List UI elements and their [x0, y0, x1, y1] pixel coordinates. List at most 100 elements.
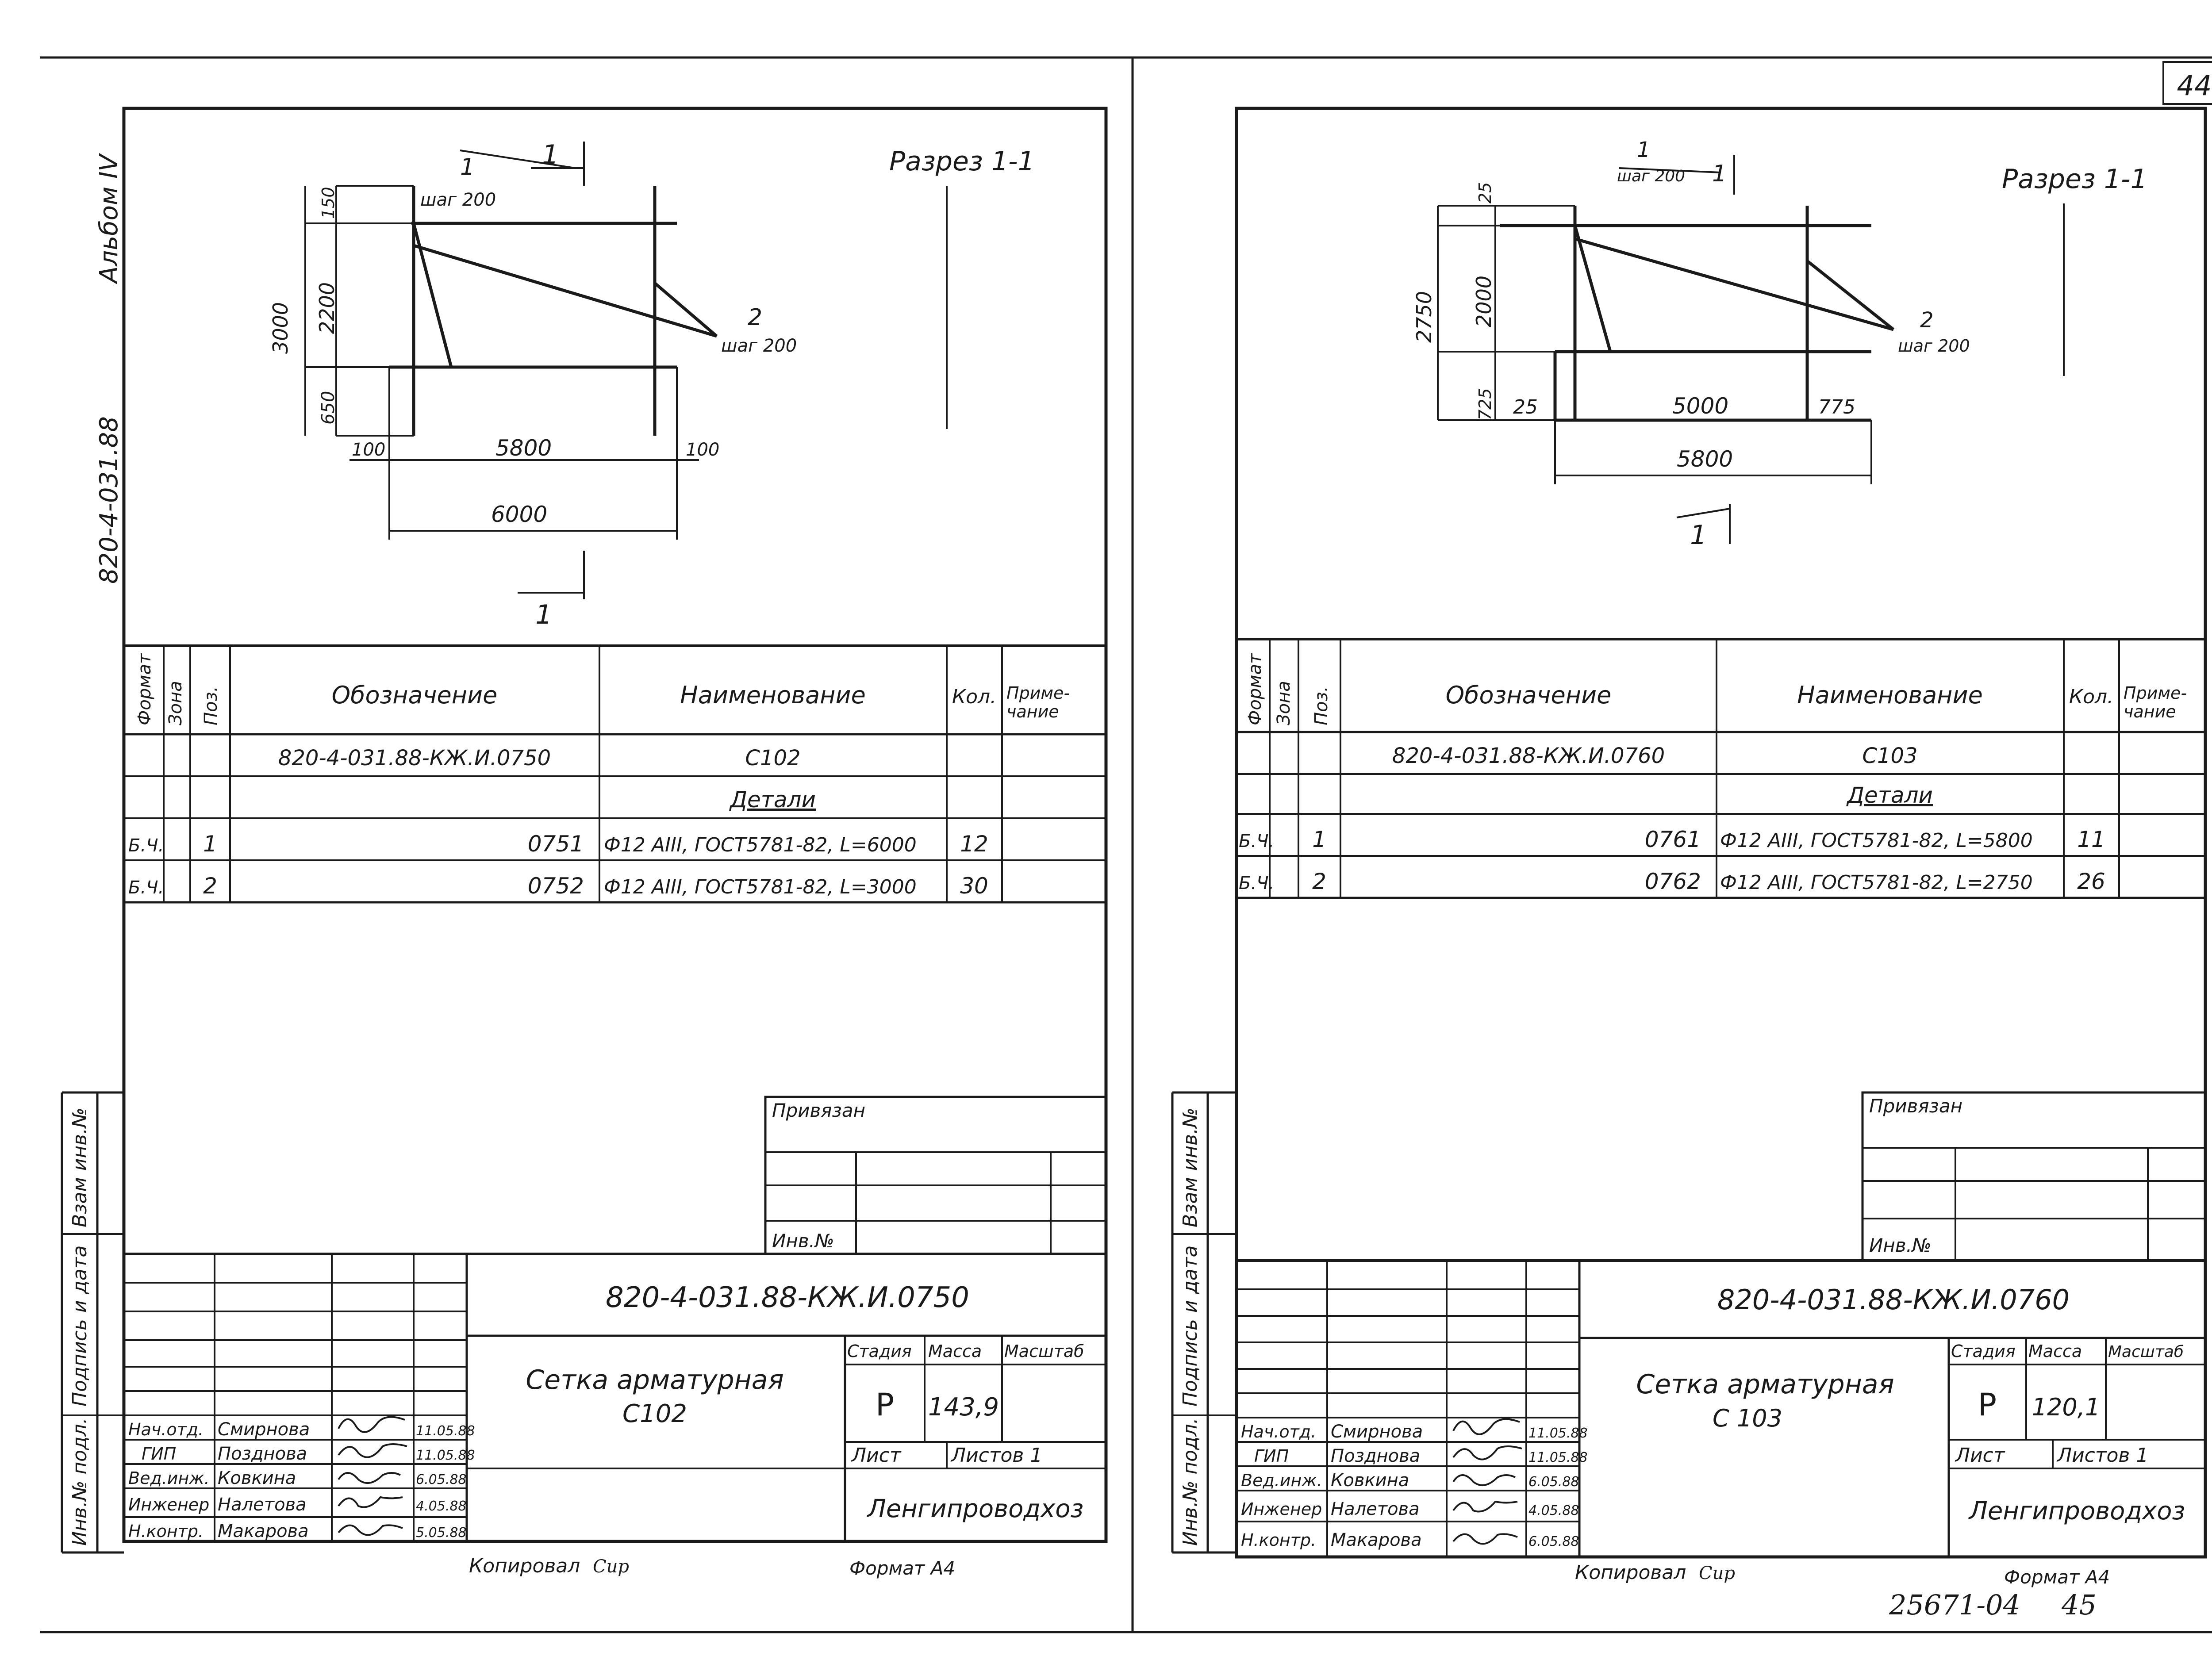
dim-h-mid: 5800	[495, 435, 552, 461]
date-1-left: 11.05.88	[416, 1448, 475, 1463]
date-0-left: 11.05.88	[416, 1423, 475, 1439]
date-2-right: 6.05.88	[1528, 1474, 1579, 1490]
rebar-mesh-drawing-r	[1500, 206, 1895, 422]
name-4-left: Макарова	[218, 1521, 309, 1541]
callout-step-1-r: шаг 200	[1617, 167, 1685, 185]
callout-step-2: шаг 200	[721, 336, 797, 356]
sheets-label-left: Листов 1	[950, 1444, 1042, 1467]
callout-step-1: шаг 200	[420, 190, 496, 210]
sheet-right: Взам инв.№ Подпись и дата Инв.№ подл.	[1171, 107, 2207, 1621]
name-3-left: Налетова	[218, 1495, 307, 1515]
sheet-label-left: Лист	[851, 1444, 902, 1467]
format-right: Формат А4	[2004, 1566, 2110, 1588]
inv-no-label-r: Инв.№	[1869, 1234, 1932, 1256]
date-4-right: 6.05.88	[1528, 1534, 1579, 1549]
section-mark-right-bottom: 1	[1690, 520, 1707, 551]
hdr-zone-r: Зона	[1274, 681, 1294, 725]
row2-fmt: Б.Ч.	[128, 836, 164, 856]
date-4-left: 5.05.88	[416, 1525, 467, 1541]
row2-qty: 12	[960, 831, 988, 857]
hdr-qty-r: Кол.	[2069, 686, 2113, 708]
row2-qty-r: 11	[2077, 827, 2105, 852]
side-inv-orig: Инв.№ подл.	[69, 1418, 91, 1546]
mass-left: 143,9	[928, 1393, 999, 1422]
row2-name: Ф12 АIII, ГОСТ5781-82, L=6000	[604, 834, 917, 856]
role-2-right: Вед.инж.	[1241, 1471, 1322, 1490]
section-title-right: Разрез 1-1	[2002, 164, 2147, 195]
row3-designation: 0752	[528, 873, 584, 899]
archive-page: 45	[2061, 1589, 2097, 1621]
name-1-right: Позднова	[1331, 1446, 1420, 1466]
role-0-right: Нач.отд.	[1241, 1422, 1316, 1441]
callout-pos-1: 1	[460, 154, 475, 180]
date-2-left: 6.05.88	[416, 1472, 467, 1487]
callout-pos-1-r: 1	[1637, 138, 1651, 162]
privyazan-label-r: Привязан	[1869, 1095, 1962, 1117]
hdr-designation: Обозначение	[332, 681, 498, 709]
hdr-zone: Зона	[165, 681, 186, 725]
side-vzam-inv-r: Взам инв.№	[1179, 1108, 1202, 1227]
row1-name: Детали	[729, 787, 816, 813]
role-3-right: Инженер	[1241, 1499, 1322, 1519]
hdr-note: Приме-чание	[1006, 683, 1070, 721]
row1-name-r: Детали	[1846, 782, 1933, 808]
stage-label-right: Стадия	[1951, 1342, 2016, 1361]
signatures-left	[338, 1416, 407, 1536]
row3-name-r: Ф12 АIII, ГОСТ5781-82, L=2750	[1720, 871, 2033, 894]
row3-fmt-r: Б.Ч.	[1239, 873, 1274, 893]
name-0-left: Смирнова	[218, 1419, 310, 1440]
name-0-right: Смирнова	[1331, 1422, 1423, 1442]
role-1-right: ГИП	[1254, 1446, 1289, 1466]
dim-h-left: 100	[352, 440, 385, 460]
signatures-right	[1452, 1418, 1522, 1545]
doc-code-left: 820-4-031.88-КЖ.И.0750	[606, 1281, 969, 1314]
dim-h-left-r: 25	[1513, 396, 1538, 418]
mark-left: С102	[622, 1399, 687, 1428]
row0-designation: 820-4-031.88-КЖ.И.0750	[278, 746, 551, 770]
dim-h-total: 6000	[491, 502, 547, 527]
inv-no-label: Инв.№	[772, 1230, 834, 1252]
section-mark-left-top: 1	[542, 139, 559, 170]
stage-label-left: Стадия	[847, 1342, 912, 1361]
row0-designation-r: 820-4-031.88-КЖ.И.0760	[1392, 744, 1665, 768]
section-title-left: Разрез 1-1	[889, 146, 1035, 177]
dim-h-right: 100	[686, 440, 719, 460]
role-4-left: Н.контр.	[128, 1522, 204, 1541]
hdr-designation-r: Обозначение	[1446, 681, 1612, 709]
hdr-note-r: Приме-чание	[2124, 683, 2187, 721]
name-4-right: Макарова	[1331, 1530, 1422, 1550]
name-2-left: Ковкина	[218, 1468, 296, 1488]
stage-left: Р	[876, 1387, 894, 1423]
role-4-right: Н.контр.	[1241, 1530, 1316, 1550]
rebar-mesh-drawing	[389, 186, 718, 436]
sheets-label-right: Листов 1	[2056, 1444, 2148, 1467]
copied-label-right: Копировал	[1575, 1561, 1686, 1584]
copied-sign-right: Сир	[1699, 1563, 1735, 1583]
dim-v-top: 150	[319, 187, 338, 219]
side-inv-orig-r: Инв.№ подл.	[1179, 1418, 1202, 1546]
mass-right: 120,1	[2032, 1393, 2101, 1421]
dim-v-total-r: 2750	[1412, 291, 1436, 343]
dim-v-bot: 650	[318, 391, 338, 425]
role-3-left: Инженер	[128, 1495, 209, 1514]
row3-name: Ф12 АIII, ГОСТ5781-82, L=3000	[604, 876, 917, 898]
mass-label-right: Масса	[2028, 1342, 2082, 1361]
dim-h-mid-r: 5000	[1672, 393, 1728, 419]
row3-qty-r: 26	[2077, 869, 2105, 894]
dim-h-total-r: 5800	[1677, 446, 1733, 472]
role-2-left: Вед.инж.	[128, 1468, 210, 1488]
title-left: Сетка арматурная	[526, 1365, 783, 1395]
svg-text:Альбом IV: Альбом IV	[95, 153, 123, 284]
dim-h-right-r: 775	[1818, 396, 1855, 418]
hdr-qty: Кол.	[952, 686, 996, 708]
scale-label-left: Масштаб	[1004, 1342, 1084, 1361]
scale-label-right: Масштаб	[2108, 1343, 2184, 1361]
hdr-name-r: Наименование	[1797, 681, 1983, 709]
svg-text:820-4-031.88: 820-4-031.88	[95, 416, 123, 584]
sheet-number: 44	[2177, 69, 2212, 102]
copied-sign-left: Сир	[593, 1556, 629, 1577]
row3-pos: 2	[203, 873, 217, 899]
privyazan-label: Привязан	[772, 1100, 865, 1121]
section-mark-left-bottom: 1	[535, 599, 552, 630]
